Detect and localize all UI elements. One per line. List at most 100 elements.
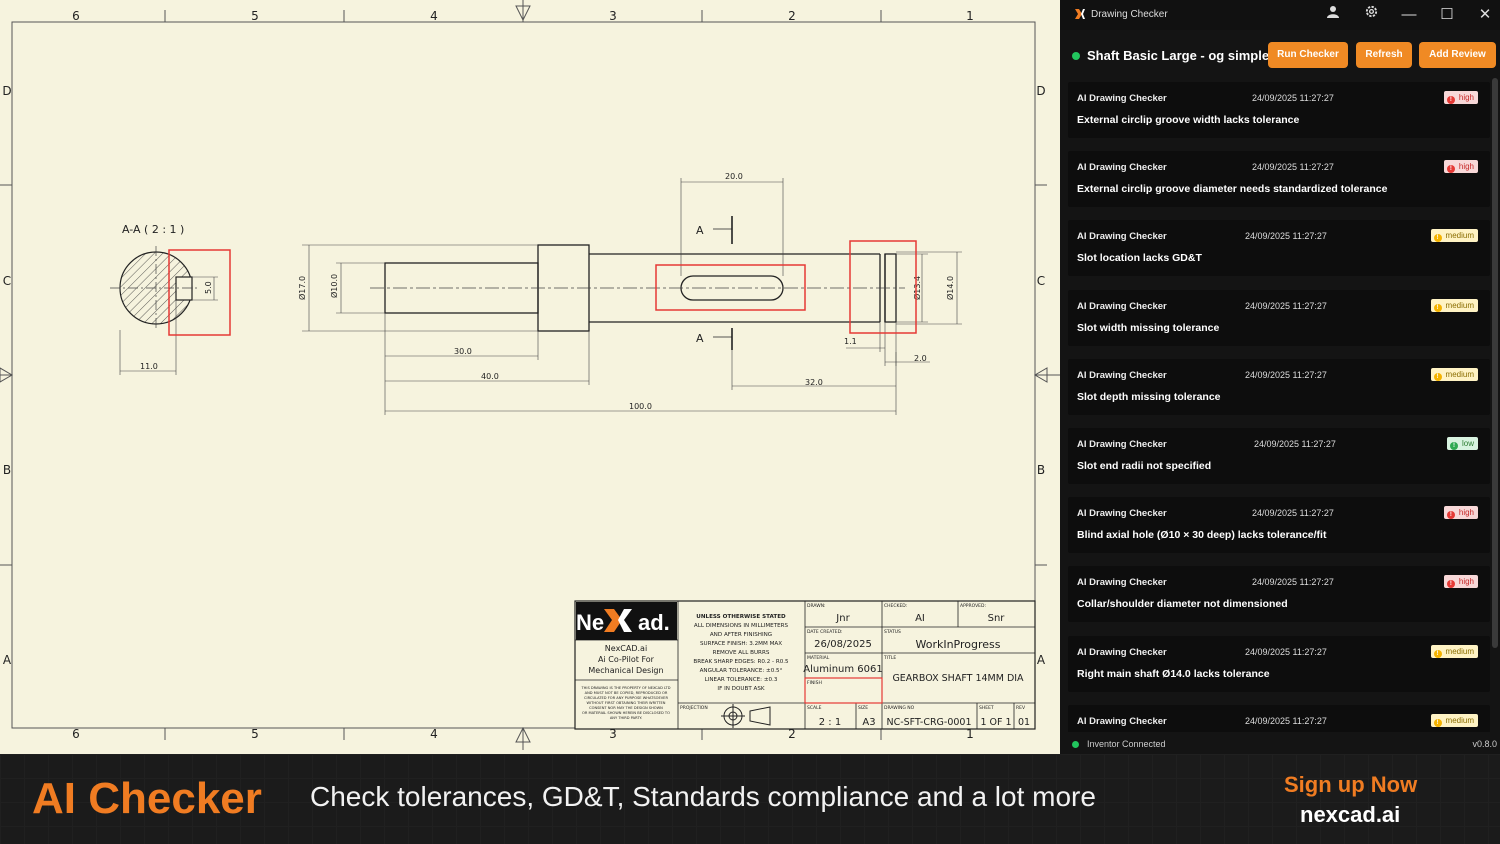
- issue-message: Collar/shoulder diameter not dimensioned: [1077, 598, 1288, 611]
- severity-label: low: [1461, 439, 1474, 448]
- size-value: A3: [862, 717, 875, 728]
- drawn-value: Jnr: [835, 613, 850, 624]
- issue-timestamp: 24/09/2025 11:27:27: [1252, 93, 1334, 103]
- drawing-canvas[interactable]: 6 5 4 3 2 1 6 5 4 3 2 1 D C B A D C B A …: [0, 0, 1060, 754]
- section-view-label: A-A ( 2 : 1 ): [122, 223, 184, 236]
- issue-timestamp: 24/09/2025 11:27:27: [1245, 646, 1327, 657]
- scale-value: 2 : 1: [819, 717, 841, 728]
- zone-col-6-top: 6: [72, 9, 80, 23]
- rev-label: REV: [1016, 705, 1026, 711]
- dim-slot-length: 20.0: [725, 172, 743, 181]
- severity-label: high: [1458, 577, 1474, 587]
- user-icon[interactable]: [1320, 4, 1346, 26]
- issue-timestamp: 24/09/2025 11:27:27: [1252, 162, 1334, 173]
- sheet-label: SHEET: [979, 705, 994, 711]
- zone-row-c-right: C: [1037, 274, 1045, 288]
- minimize-icon[interactable]: —: [1401, 6, 1417, 23]
- severity-label: medium: [1445, 300, 1474, 310]
- severity-badge: !low: [1446, 437, 1478, 450]
- zone-col-5-bottom: 5: [251, 727, 259, 741]
- refresh-button[interactable]: Refresh: [1356, 42, 1412, 68]
- checked-value: AI: [915, 613, 925, 624]
- issue-timestamp: 24/09/2025 11:27:27: [1245, 231, 1327, 242]
- issue-highlight-slot-depth[interactable]: [168, 249, 231, 336]
- dim-groove-dia: Ø13.4: [912, 276, 922, 300]
- issue-highlight-groove[interactable]: [849, 240, 917, 334]
- severity-badge: !high: [1443, 160, 1478, 174]
- zone-col-3-bottom: 3: [609, 727, 617, 741]
- approved-label: APPROVED:: [960, 603, 986, 609]
- section-mark-top: A: [696, 224, 704, 237]
- signup-link[interactable]: Sign up Now: [1284, 772, 1418, 797]
- issue-source: AI Drawing Checker: [1077, 646, 1167, 658]
- issue-timestamp: 24/09/2025 11:27:27: [1245, 715, 1327, 726]
- disclaimer-line-5: CONSENT NOR MAY THE DESIGN SHOWN: [589, 706, 663, 710]
- severity-medium-icon: !: [1433, 234, 1442, 243]
- dim-bore-dia: Ø10.0: [329, 274, 339, 298]
- issue-timestamp: 24/09/2025 11:27:27: [1252, 577, 1334, 588]
- date-value: 26/08/2025: [814, 639, 872, 650]
- severity-badge: !high: [1443, 506, 1478, 520]
- app-logo-icon: [1075, 9, 1085, 19]
- maximize-icon[interactable]: ☐: [1440, 6, 1454, 23]
- issue-source: AI Drawing Checker: [1077, 577, 1167, 589]
- zone-row-b-left: B: [3, 463, 11, 477]
- section-view: [110, 246, 218, 375]
- company-line-2: Ai Co-Pilot For: [598, 655, 655, 664]
- status-bar: Inventor Connected v0.8.0: [1060, 736, 1500, 754]
- issue-timestamp: 24/09/2025 11:27:27: [1245, 369, 1327, 380]
- issue-message: Slot location lacks GD&T: [1077, 252, 1202, 265]
- dim-groove-position: 1.1: [844, 337, 857, 346]
- finish-label: FINISH: [807, 680, 822, 686]
- material-label: MATERIAL: [807, 655, 830, 661]
- settings-gear-icon[interactable]: [1358, 4, 1384, 26]
- issue-list-scrollbar[interactable]: [1492, 78, 1498, 648]
- website-link[interactable]: nexcad.ai: [1300, 802, 1401, 827]
- run-checker-button[interactable]: Run Checker: [1268, 42, 1348, 68]
- close-icon[interactable]: ✕: [1478, 6, 1492, 23]
- note-line-9: IF IN DOUBT ASK: [717, 686, 764, 692]
- zone-col-2-bottom: 2: [788, 727, 796, 741]
- disclaimer-line-2: AND MUST NOT BE COPIED, REPRODUCED OR: [585, 691, 668, 695]
- severity-medium-icon: !: [1433, 718, 1442, 727]
- add-review-button[interactable]: Add Review: [1419, 42, 1496, 68]
- company-line-3: Mechanical Design: [588, 666, 663, 675]
- severity-label: medium: [1445, 369, 1474, 379]
- severity-badge: !medium: [1430, 229, 1478, 243]
- severity-label: medium: [1445, 646, 1474, 656]
- dim-slot-depth: 5.0: [204, 281, 213, 294]
- dim-shaft-step: 40.0: [481, 372, 499, 381]
- banner-tagline: Check tolerances, GD&T, Standards compli…: [310, 781, 1096, 812]
- zone-row-a-right: A: [1037, 653, 1046, 667]
- scale-label: SCALE: [807, 705, 822, 711]
- severity-medium-icon: !: [1433, 649, 1442, 658]
- zone-ticks: [0, 10, 1047, 740]
- title-value: GEARBOX SHAFT 14MM DIA: [892, 673, 1024, 684]
- severity-label: high: [1458, 162, 1474, 172]
- issue-message: Right main shaft Ø14.0 lacks tolerance: [1077, 667, 1270, 680]
- disclaimer-line-3: CIRCULATED FOR ANY PURPOSE WHATSOEVER: [584, 696, 668, 700]
- severity-badge: !medium: [1430, 298, 1478, 312]
- note-line-8: LINEAR TOLERANCE: ±0.3: [705, 677, 778, 683]
- zone-col-3-top: 3: [609, 9, 617, 23]
- issue-message: External circlip groove width lacks tole…: [1077, 114, 1300, 126]
- issue-highlight-slot[interactable]: [655, 264, 806, 311]
- issue-card[interactable]: AI Drawing Checker 24/09/2025 11:27:27!me…: [1068, 635, 1490, 692]
- dim-shaft-dia: Ø14.0: [945, 276, 955, 300]
- dim-bore-depth: 30.0: [454, 347, 472, 356]
- note-line-5: REMOVE ALL BURRS: [713, 650, 770, 656]
- section-cut-line: [713, 216, 733, 350]
- zone-row-b-right: B: [1037, 463, 1045, 477]
- issue-timestamp: 24/09/2025 11:27:27: [1254, 439, 1336, 449]
- zone-col-1-top: 1: [966, 9, 974, 23]
